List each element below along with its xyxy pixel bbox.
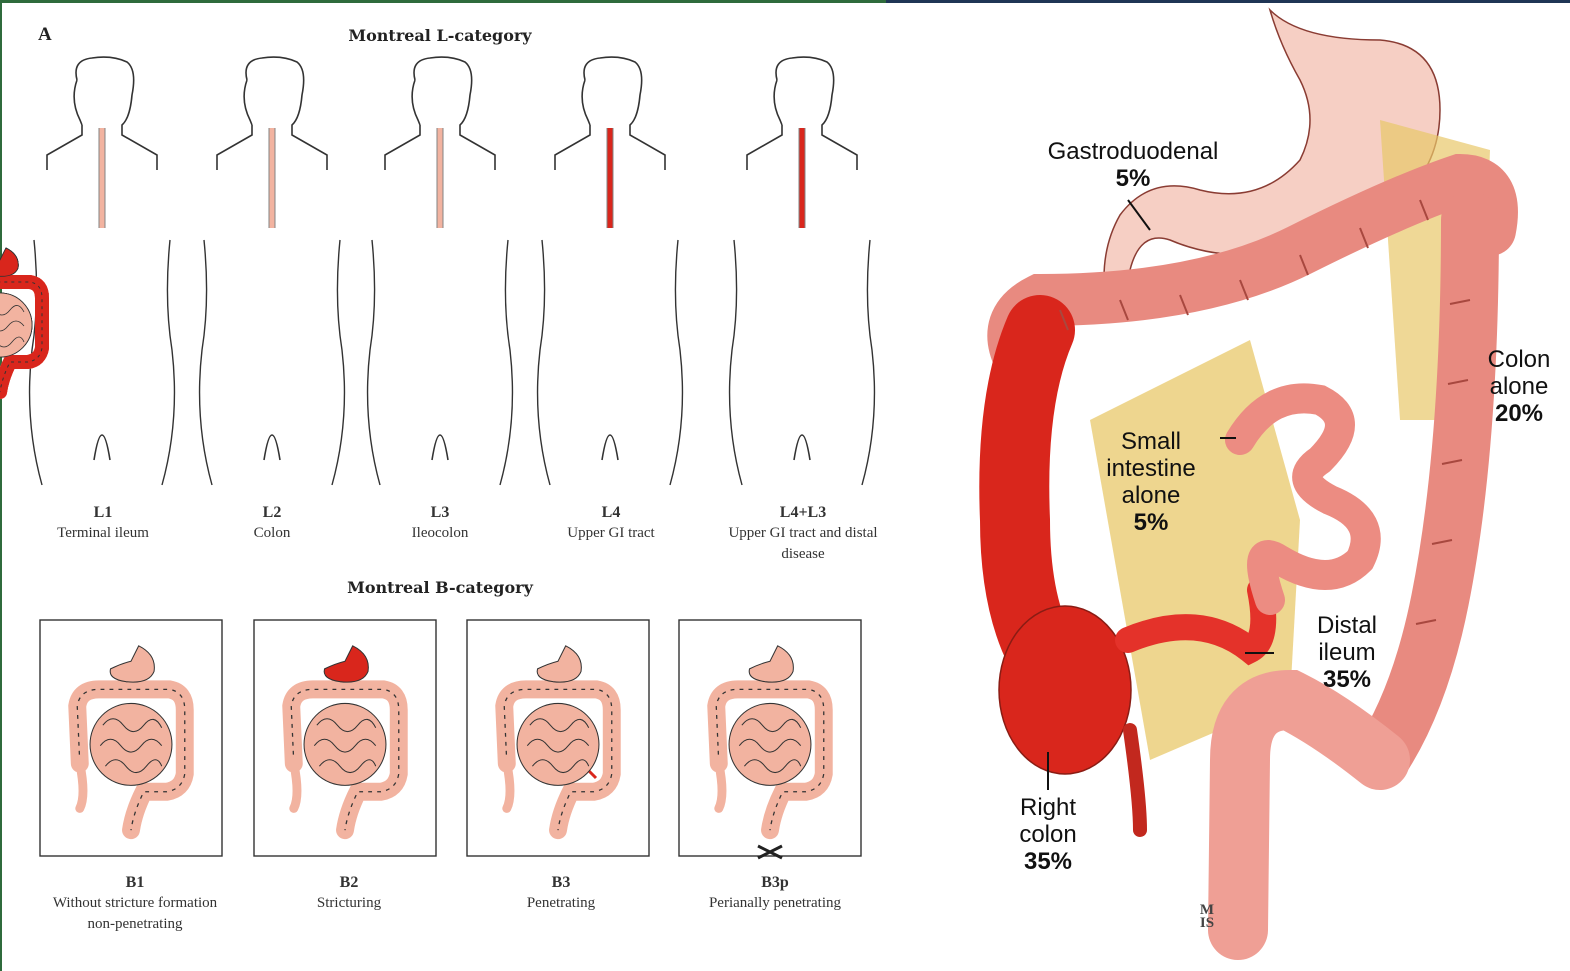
torso-outline (538, 240, 683, 485)
b3p-code: B3p (680, 872, 870, 893)
l-figure-4 (538, 57, 683, 485)
montreal-l-title: Montreal L-category (290, 26, 590, 45)
l3-desc: Ileocolon (412, 525, 469, 541)
terminal-ileum (294, 764, 297, 809)
right-colon-percent: 35% (996, 848, 1100, 875)
l4l3-desc: Upper GI tract and distal disease (728, 525, 877, 562)
panel-letter: A (38, 24, 52, 46)
appendix (1130, 730, 1140, 830)
l1-desc: Terminal ileum (57, 525, 149, 541)
colon-alone-percent: 20% (1474, 400, 1564, 427)
distal-ileum-name: Distal ileum (1317, 612, 1377, 666)
b3p-desc: Perianally penetrating (709, 895, 841, 911)
sigmoid-rectum (1238, 700, 1380, 930)
b2-code: B2 (264, 872, 434, 893)
terminal-ileum (80, 764, 83, 809)
small-intestine (729, 703, 811, 785)
legs-gap (94, 435, 110, 460)
small-intestine (304, 703, 386, 785)
legs-gap (264, 435, 280, 460)
small-intestine-name: Small intestine alone (1106, 428, 1195, 509)
b3-code: B3 (476, 872, 646, 893)
terminal-ileum (507, 764, 510, 809)
ascending-colon (1014, 330, 1040, 650)
b3-desc: Penetrating (527, 895, 595, 911)
torso-outline (30, 240, 175, 485)
l4-code: L4 (526, 502, 696, 523)
right-colon-name: Right colon (1019, 794, 1076, 848)
l3-code: L3 (355, 502, 525, 523)
colon-alone-name: Colon alone (1488, 346, 1551, 400)
small-intestine (0, 293, 32, 357)
l2-code: L2 (187, 502, 357, 523)
l-figure-5 (730, 57, 875, 485)
small-intestine (90, 703, 172, 785)
l4-desc: Upper GI tract (567, 525, 654, 541)
gastroduodenal-name: Gastroduodenal (1048, 138, 1219, 165)
gastroduodenal-percent: 5% (1018, 165, 1248, 192)
small-intestine (517, 703, 599, 785)
l1-code: L1 (18, 502, 188, 523)
cecum (999, 606, 1131, 774)
l4l3-code: L4+L3 (718, 502, 888, 523)
torso-outline (368, 240, 513, 485)
l-figure-2 (200, 57, 345, 485)
l-figure-3 (368, 57, 513, 485)
stomach (0, 248, 18, 276)
torso-outline (200, 240, 345, 485)
l-figure-1 (30, 57, 175, 485)
b1-desc: Without stricture formation non-penetrat… (53, 895, 217, 932)
distal-ileum-percent: 35% (1292, 666, 1402, 693)
terminal-ileum (719, 764, 722, 809)
torso-outline (730, 240, 875, 485)
legs-gap (432, 435, 448, 460)
montreal-b-title: Montreal B-category (290, 578, 590, 597)
b1-code: B1 (50, 872, 220, 893)
small-intestine-percent: 5% (1086, 509, 1216, 536)
b2-desc: Stricturing (317, 895, 381, 911)
legs-gap (602, 435, 618, 460)
l2-desc: Colon (254, 525, 291, 541)
legs-gap (794, 435, 810, 460)
